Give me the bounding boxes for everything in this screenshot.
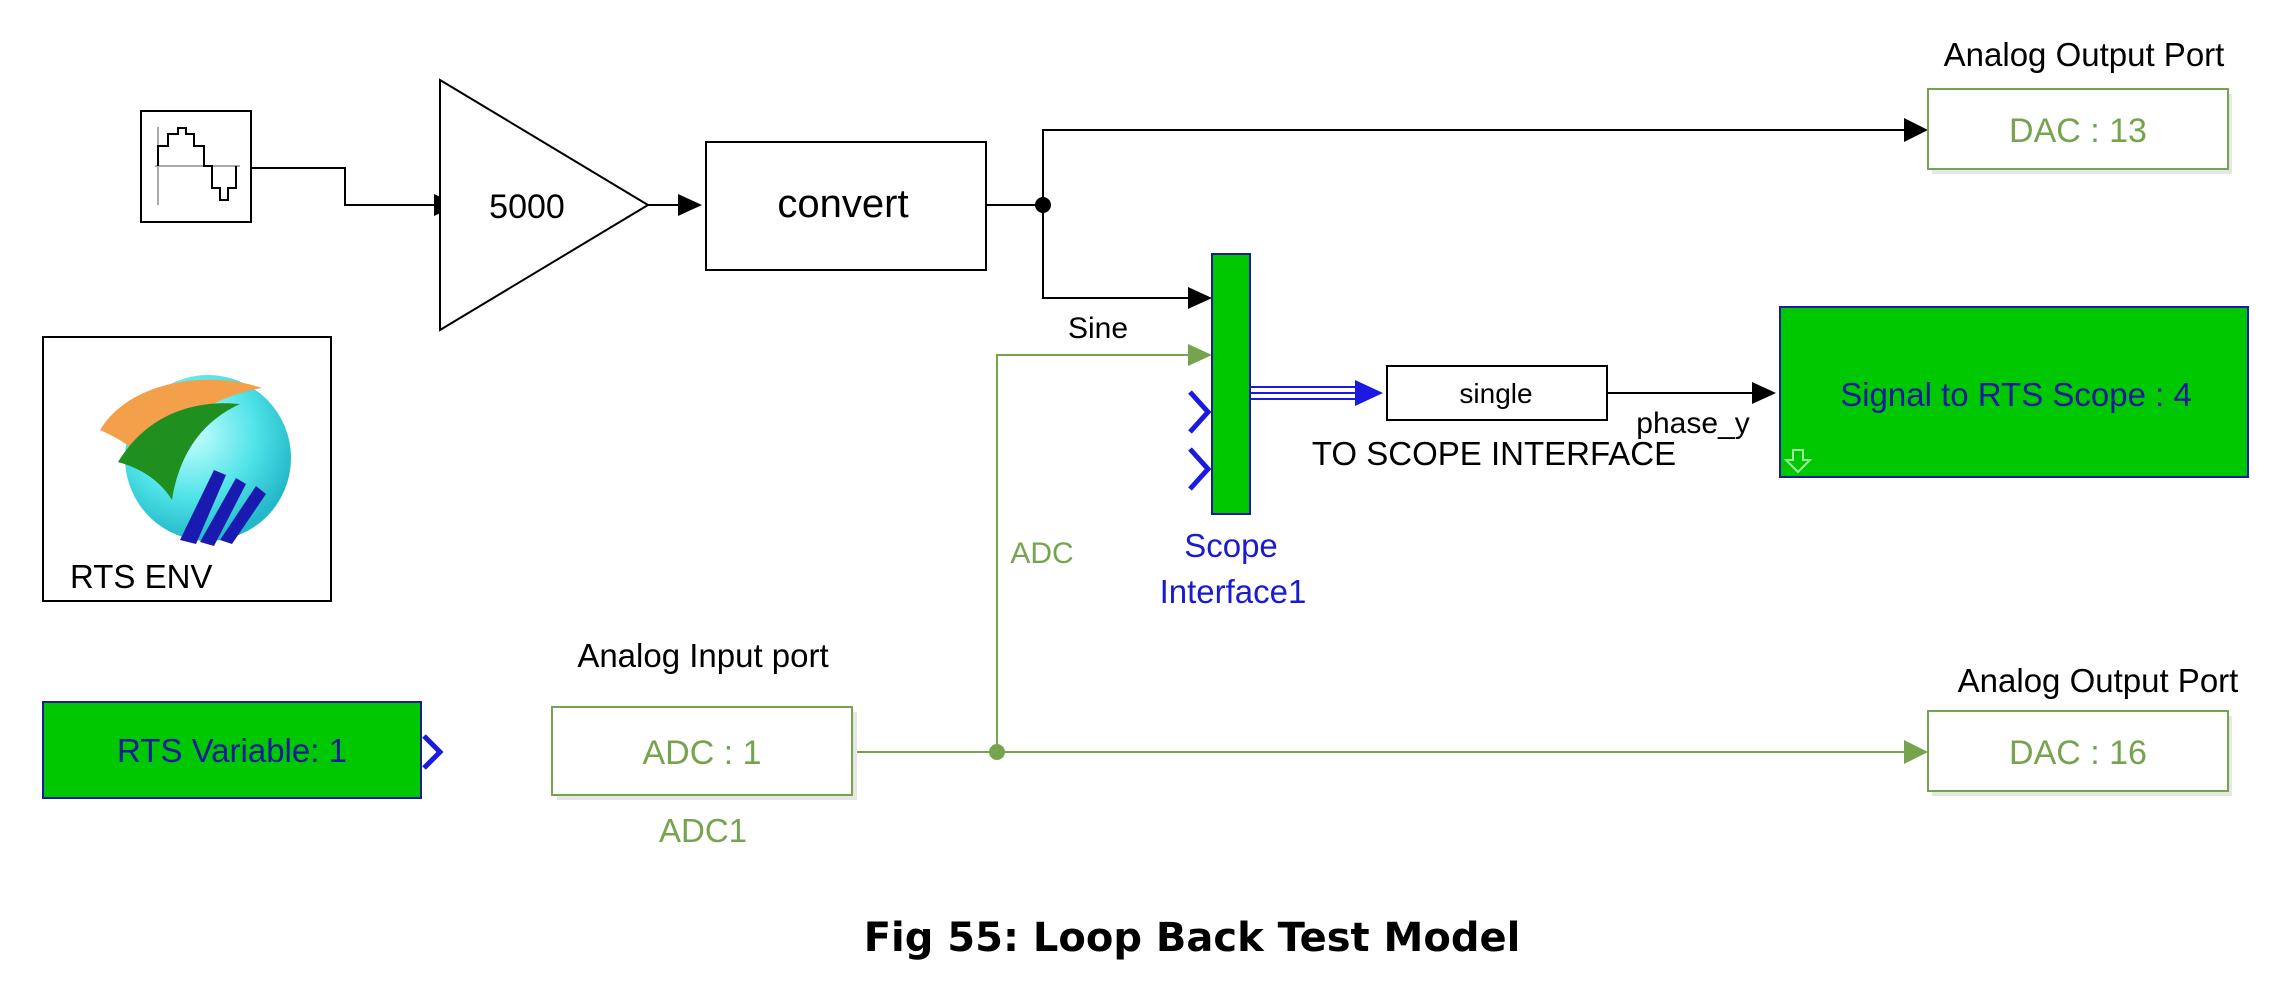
rts-variable-label: RTS Variable: 1 <box>117 732 347 769</box>
line-to-dac13[interactable] <box>1042 129 1904 205</box>
gain-value: 5000 <box>489 188 565 226</box>
line-adc-to-scope[interactable] <box>996 354 1188 752</box>
line-sine-to-scope[interactable] <box>1042 205 1188 299</box>
sine-wave-icon <box>157 127 237 201</box>
convert-label: convert <box>777 182 908 226</box>
rts-env-label: RTS ENV <box>70 558 212 595</box>
signal-label-sine: Sine <box>1068 312 1128 345</box>
sine-source-block[interactable] <box>140 110 252 223</box>
rts-scope-block[interactable]: Signal to RTS Scope : 4 <box>1779 306 2249 478</box>
adc-title: Analog Input port <box>577 637 828 674</box>
dac13-value: DAC : 13 <box>2009 112 2147 150</box>
dac16-title: Analog Output Port <box>1958 662 2239 699</box>
rts-scope-label: Signal to RTS Scope : 4 <box>1840 376 2192 413</box>
bus-line[interactable] <box>1250 386 1357 400</box>
adc-block[interactable]: ADC : 1 <box>551 706 857 800</box>
single-label: single <box>1459 378 1532 409</box>
dac13-block[interactable]: DAC : 13 <box>1927 88 2232 174</box>
dac16-block[interactable]: DAC : 16 <box>1927 710 2232 796</box>
adc-value: ADC : 1 <box>642 734 761 772</box>
gain-block[interactable]: 5000 <box>439 78 650 332</box>
dac16-value: DAC : 16 <box>2009 734 2147 772</box>
scope-interface-name-2: Interface1 <box>1160 573 1307 610</box>
rts-env-block[interactable]: RTS ENV <box>42 336 332 602</box>
scope-interface-block[interactable] <box>1188 253 1251 515</box>
figure-caption: Fig 55: Loop Back Test Model <box>864 915 1521 961</box>
adc-name: ADC1 <box>659 812 747 849</box>
line-sine-to-gain[interactable] <box>250 167 434 206</box>
down-arrow-icon <box>1783 449 1813 474</box>
branch-point-adc <box>989 744 1005 760</box>
port-chevron-icon <box>1188 390 1212 434</box>
signal-label-phase-y: phase_y <box>1636 407 1749 440</box>
rts-logo-icon <box>100 375 291 546</box>
rts-variable-block[interactable]: RTS Variable: 1 <box>42 701 444 799</box>
scope-interface-name-1: Scope <box>1184 527 1278 564</box>
convert-block[interactable]: convert <box>705 141 987 271</box>
output-port-icon <box>422 734 444 770</box>
branch-point-sine <box>1035 197 1051 213</box>
dac13-title: Analog Output Port <box>1944 36 2225 73</box>
to-scope-interface-label: TO SCOPE INTERFACE <box>1312 435 1676 472</box>
single-block[interactable]: single <box>1386 365 1608 421</box>
signal-label-adc: ADC <box>1010 537 1073 570</box>
signal-lines <box>250 118 1928 764</box>
port-chevron-icon-2 <box>1188 447 1212 491</box>
